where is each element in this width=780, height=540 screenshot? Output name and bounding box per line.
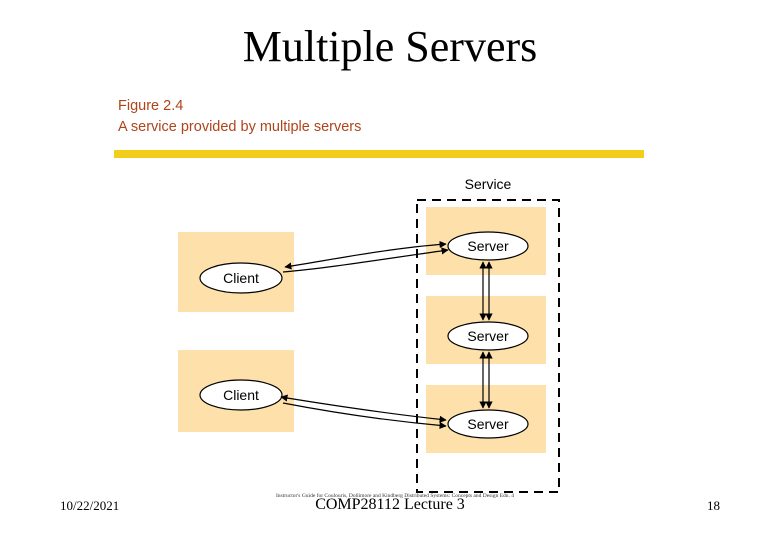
figure-caption: Figure 2.4 A service provided by multipl… (118, 96, 361, 138)
service-label: Service (465, 176, 512, 192)
arrow-client2-server3-upper (280, 394, 447, 423)
server-box-3: Server (426, 385, 550, 457)
figure-caption-text: A service provided by multiple servers (118, 119, 362, 135)
figure-number: Figure 2.4 (118, 98, 184, 114)
accent-rule (114, 150, 644, 158)
arrow-client1-server1-upper (284, 240, 447, 270)
client-label-2: Client (223, 387, 259, 403)
server-label-1: Server (467, 238, 509, 254)
footer-course: COMP28112 Lecture 3 (315, 496, 465, 513)
server-box-2: Server (426, 296, 550, 368)
page-number: 18 (707, 498, 720, 513)
client-box-2: Client (178, 350, 298, 436)
service-boundary (416, 199, 560, 493)
server-label-3: Server (467, 416, 509, 432)
footer-credit: Instructor's Guide for Coulouris, Dollim… (275, 493, 515, 499)
arrow-client1-server1-lower (282, 247, 449, 273)
server-box-1: Server (426, 207, 550, 279)
server-label-2: Server (467, 328, 509, 344)
client-box-1: Client (178, 232, 298, 316)
slide-title: Multiple Servers (242, 22, 538, 71)
client-label-1: Client (223, 270, 259, 286)
arrow-client2-server3-lower (282, 402, 447, 430)
footer-date: 10/22/2021 (60, 498, 120, 513)
